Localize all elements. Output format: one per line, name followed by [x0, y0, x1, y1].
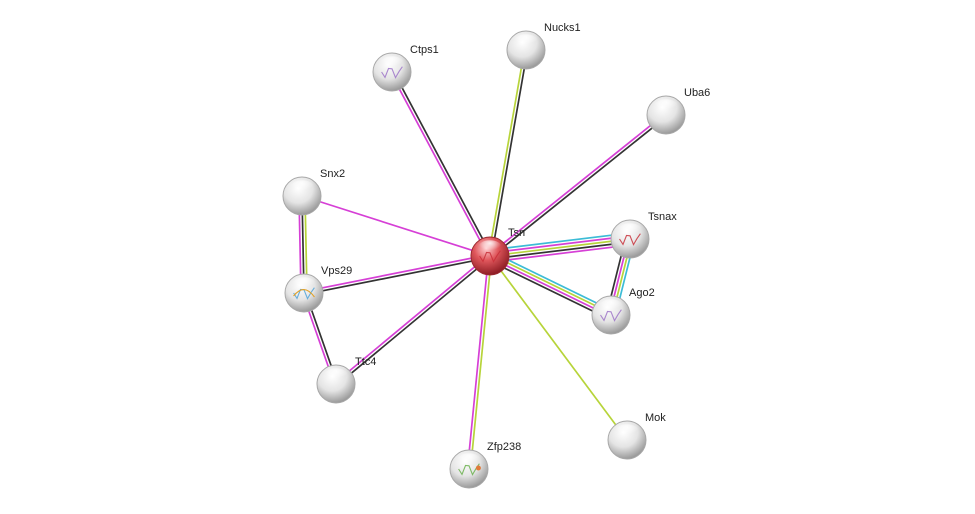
edge-line-experiments — [489, 235, 630, 254]
node-label: Mok — [645, 412, 666, 424]
edge-line-textmining — [490, 253, 613, 315]
node-highlight — [478, 240, 502, 255]
node-highlight — [618, 223, 642, 238]
edge-line-coexpression — [490, 241, 631, 260]
edge-line-experiments — [389, 72, 490, 258]
edge-tsn-mok[interactable] — [489, 255, 628, 441]
node-highlight — [599, 299, 623, 314]
node-ago2[interactable]: Ago2 — [591, 287, 655, 335]
node-label: Ctps1 — [410, 44, 439, 56]
edge-line-textmining — [489, 255, 628, 441]
edge-line-coexpression — [490, 115, 668, 258]
node-highlight — [380, 56, 404, 71]
edge-line-experiments — [488, 256, 611, 318]
edge-line-experiments — [303, 253, 490, 293]
edge-line-experiments — [466, 255, 490, 469]
structure-icon-accent — [475, 465, 481, 471]
node-highlight — [615, 424, 639, 439]
edge-tsn-snx2[interactable] — [301, 195, 491, 257]
edge-tsn-vps29[interactable] — [303, 253, 491, 296]
node-label: Ago2 — [629, 287, 655, 299]
edge-line-experiments — [301, 195, 491, 257]
node-ctps1[interactable]: Ctps1 — [372, 44, 439, 92]
node-zfp238[interactable]: Zfp238 — [449, 441, 521, 489]
node-highlight — [292, 277, 316, 292]
node-label: Vps29 — [321, 265, 352, 277]
node-highlight — [654, 99, 678, 114]
edge-tsn-tsnax[interactable] — [489, 232, 631, 263]
edge-line-experiments — [490, 244, 631, 263]
node-highlight — [457, 453, 481, 468]
node-tsnax[interactable]: Tsnax — [610, 211, 677, 259]
node-mok[interactable]: Mok — [607, 412, 666, 460]
edge-tsn-ago2[interactable] — [487, 251, 614, 320]
edge-line-coexpression — [304, 256, 491, 296]
edge-line-experiments — [334, 254, 490, 384]
edge-line-coexpression — [392, 70, 493, 256]
edge-line-textmining — [487, 49, 526, 256]
edge-tsn-uba6[interactable] — [488, 113, 668, 258]
node-highlight — [290, 180, 314, 195]
node-label: Ttc4 — [355, 356, 376, 368]
edge-line-textmining — [469, 256, 493, 470]
node-snx2[interactable]: Snx2 — [282, 168, 345, 216]
node-label: Uba6 — [684, 87, 710, 99]
edge-tsn-ctps1[interactable] — [389, 70, 493, 258]
edge-line-coexpression — [336, 256, 492, 386]
edge-line-coexpression — [490, 50, 529, 257]
node-highlight — [514, 34, 538, 49]
node-ttc4[interactable]: Ttc4 — [316, 356, 376, 404]
edge-line-database — [491, 251, 614, 312]
node-tsn[interactable]: Tsn — [470, 227, 525, 276]
node-highlight — [324, 368, 348, 383]
edge-line-experiments — [488, 113, 666, 256]
node-label: Zfp238 — [487, 441, 521, 453]
edge-tsn-zfp238[interactable] — [466, 255, 493, 470]
node-nucks1[interactable]: Nucks1 — [506, 22, 581, 70]
edge-tsn-nucks1[interactable] — [487, 49, 529, 257]
node-label: Tsn — [508, 227, 525, 239]
node-label: Nucks1 — [544, 22, 581, 34]
edge-tsn-ttc4[interactable] — [334, 254, 492, 386]
node-uba6[interactable]: Uba6 — [646, 87, 710, 135]
node-label: Tsnax — [648, 211, 677, 223]
edge-line-database — [489, 232, 630, 251]
edge-line-textmining — [489, 238, 631, 257]
edges-layer — [298, 49, 668, 470]
nodes-layer: Tsn Nucks1Ctps1Uba6Snx2TsnaxVps29Ago2Ttc4… — [282, 22, 710, 489]
node-vps29[interactable]: Vps29 — [284, 265, 352, 313]
edge-line-coexpression — [487, 259, 610, 320]
node-label: Snx2 — [320, 168, 345, 180]
